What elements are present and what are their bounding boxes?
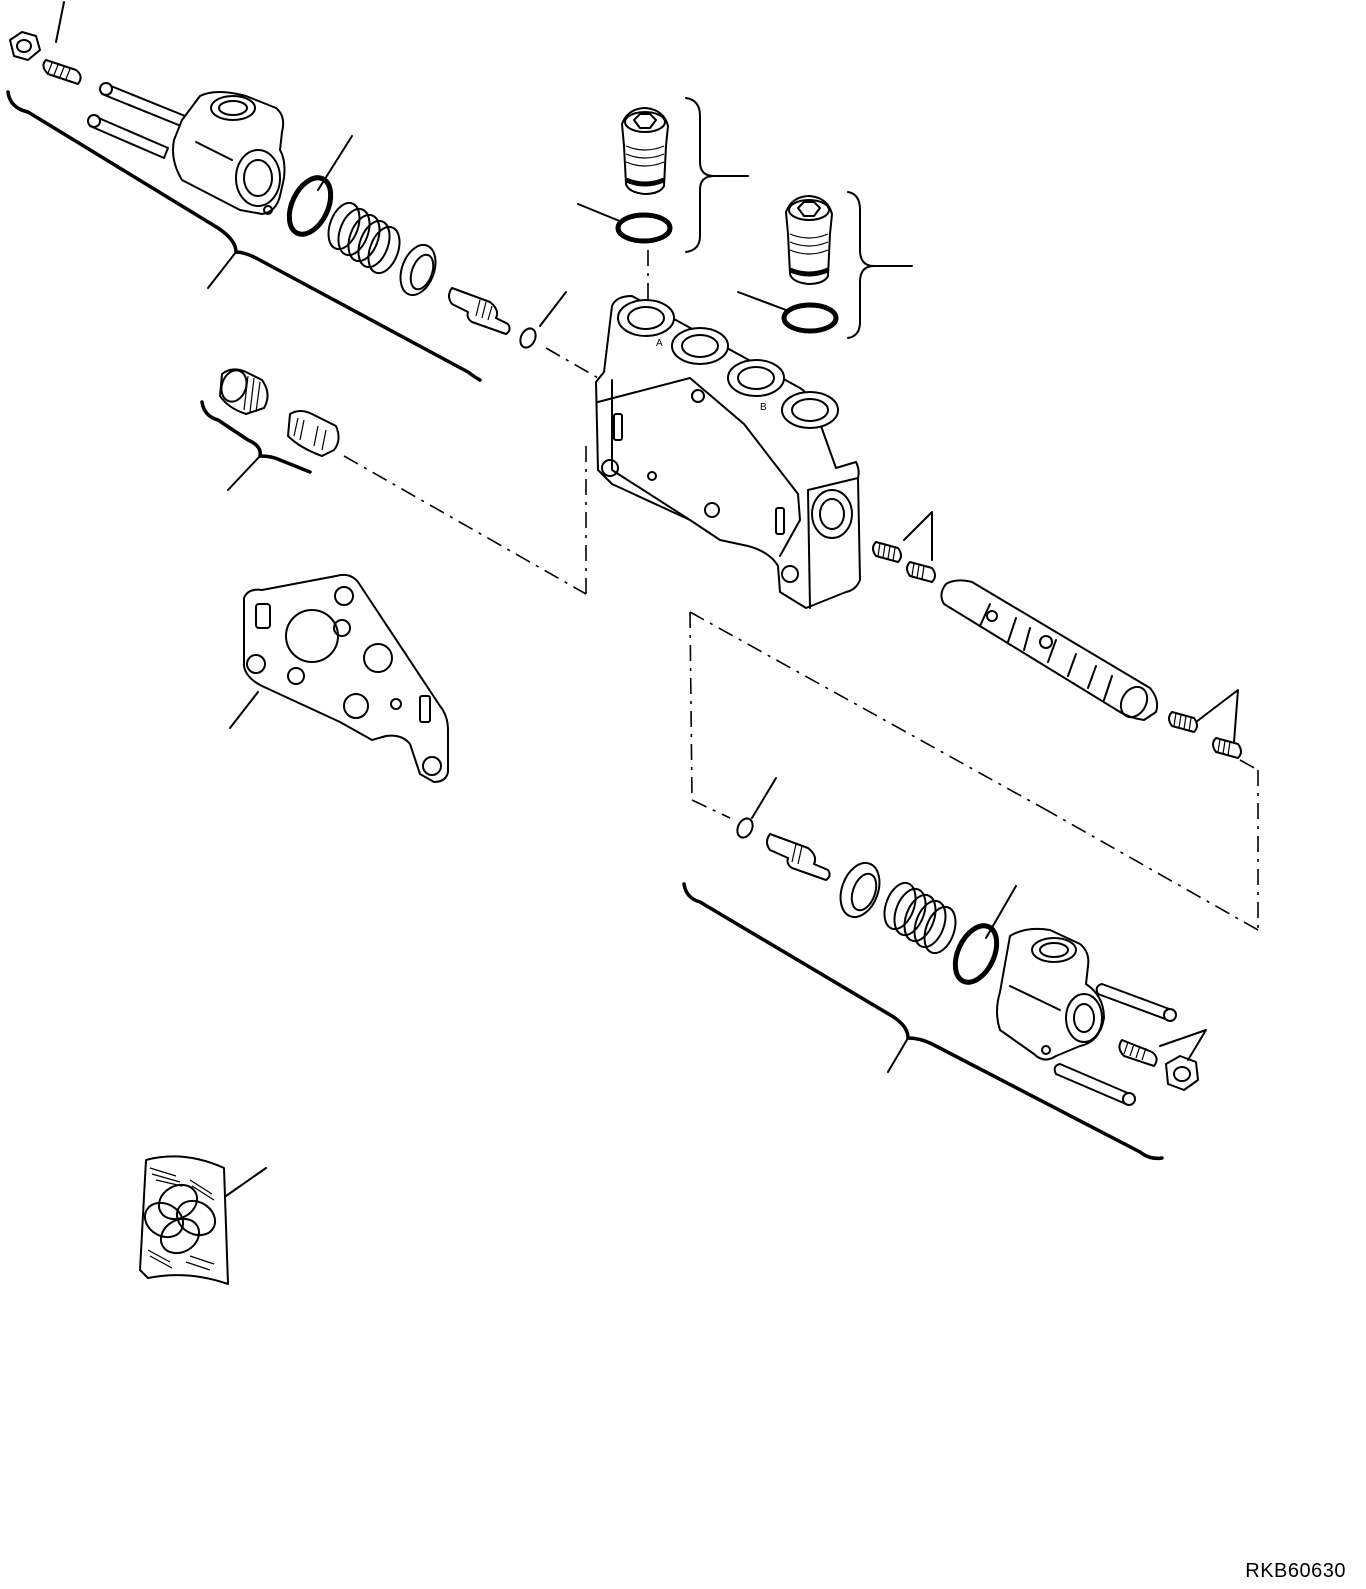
o-ring-icon [781,302,839,334]
relief-cartridge-icon [785,195,833,285]
leader-line [737,291,787,311]
spool-icon [940,579,1159,721]
centerline [691,799,731,819]
hex-nut-icon [1165,1055,1199,1091]
brace [685,97,715,253]
relief-valve-b [737,191,913,339]
leader-line [1159,1029,1207,1061]
small-spring-icon [872,541,902,563]
cap-screw-icon [1053,1063,1136,1106]
poppet-icon [448,287,511,335]
leader-line [751,777,777,819]
o-ring-icon [952,923,1000,985]
port-mark-a: A [656,338,663,349]
leader-line [577,203,623,223]
o-ring-icon [286,175,334,237]
centerline [689,611,1051,813]
gasket-plate-icon [229,573,449,783]
plug-assembly [200,368,587,595]
valve-section-body: A B [595,295,861,609]
leader-line [1195,689,1239,743]
coil-spring-icon [883,881,957,955]
leader-line [229,691,259,729]
valve-cap-housing-icon [996,927,1105,1061]
group-bracket-plug [200,400,312,474]
leader-line [225,1167,267,1197]
centerline [1239,759,1259,771]
leader-line [227,455,261,491]
leader-line [55,1,65,43]
centerline [1049,811,1259,931]
port-mark-b: B [760,402,767,413]
stud-bolt-icon [42,59,82,85]
leader-line [539,291,567,327]
drawing-reference-code: RKB60630 [1245,1560,1346,1582]
port-b-icon [781,391,839,429]
leader-line [903,511,933,561]
relief-cartridge-icon [621,107,669,195]
leader-line [887,1037,909,1073]
spring-retainer-icon [839,861,881,919]
relief-valve-a [577,97,749,304]
stud-bolt-icon [1118,1039,1158,1067]
cap-screw-icon [99,82,191,129]
cap-screw-icon [87,114,169,159]
brace [847,191,875,339]
small-o-ring-icon [736,817,754,839]
check-valve-icon [287,410,340,457]
poppet-icon [766,833,831,881]
plug-icon [219,368,269,415]
small-spring-icon [1212,737,1242,759]
small-spring-icon [906,561,936,583]
valve-cap-housing-icon [172,91,286,215]
centerline [545,347,599,379]
cap-screw-icon [1095,983,1177,1022]
small-o-ring-icon [519,327,537,349]
port-a-icon [617,299,675,337]
hex-nut-icon [9,31,41,61]
lower-right-cap-assembly [682,777,1207,1161]
leader-line [207,251,237,289]
centerline [689,611,693,801]
o-ring-icon [615,212,673,244]
coil-spring-icon [327,201,401,275]
seal-kit-bag-icon [139,1155,267,1285]
centerline [343,455,587,595]
spool-assembly [689,511,1259,931]
spring-retainer-icon [399,243,437,297]
upper-left-cap-assembly [6,1,599,382]
small-spring-icon [1168,711,1198,733]
